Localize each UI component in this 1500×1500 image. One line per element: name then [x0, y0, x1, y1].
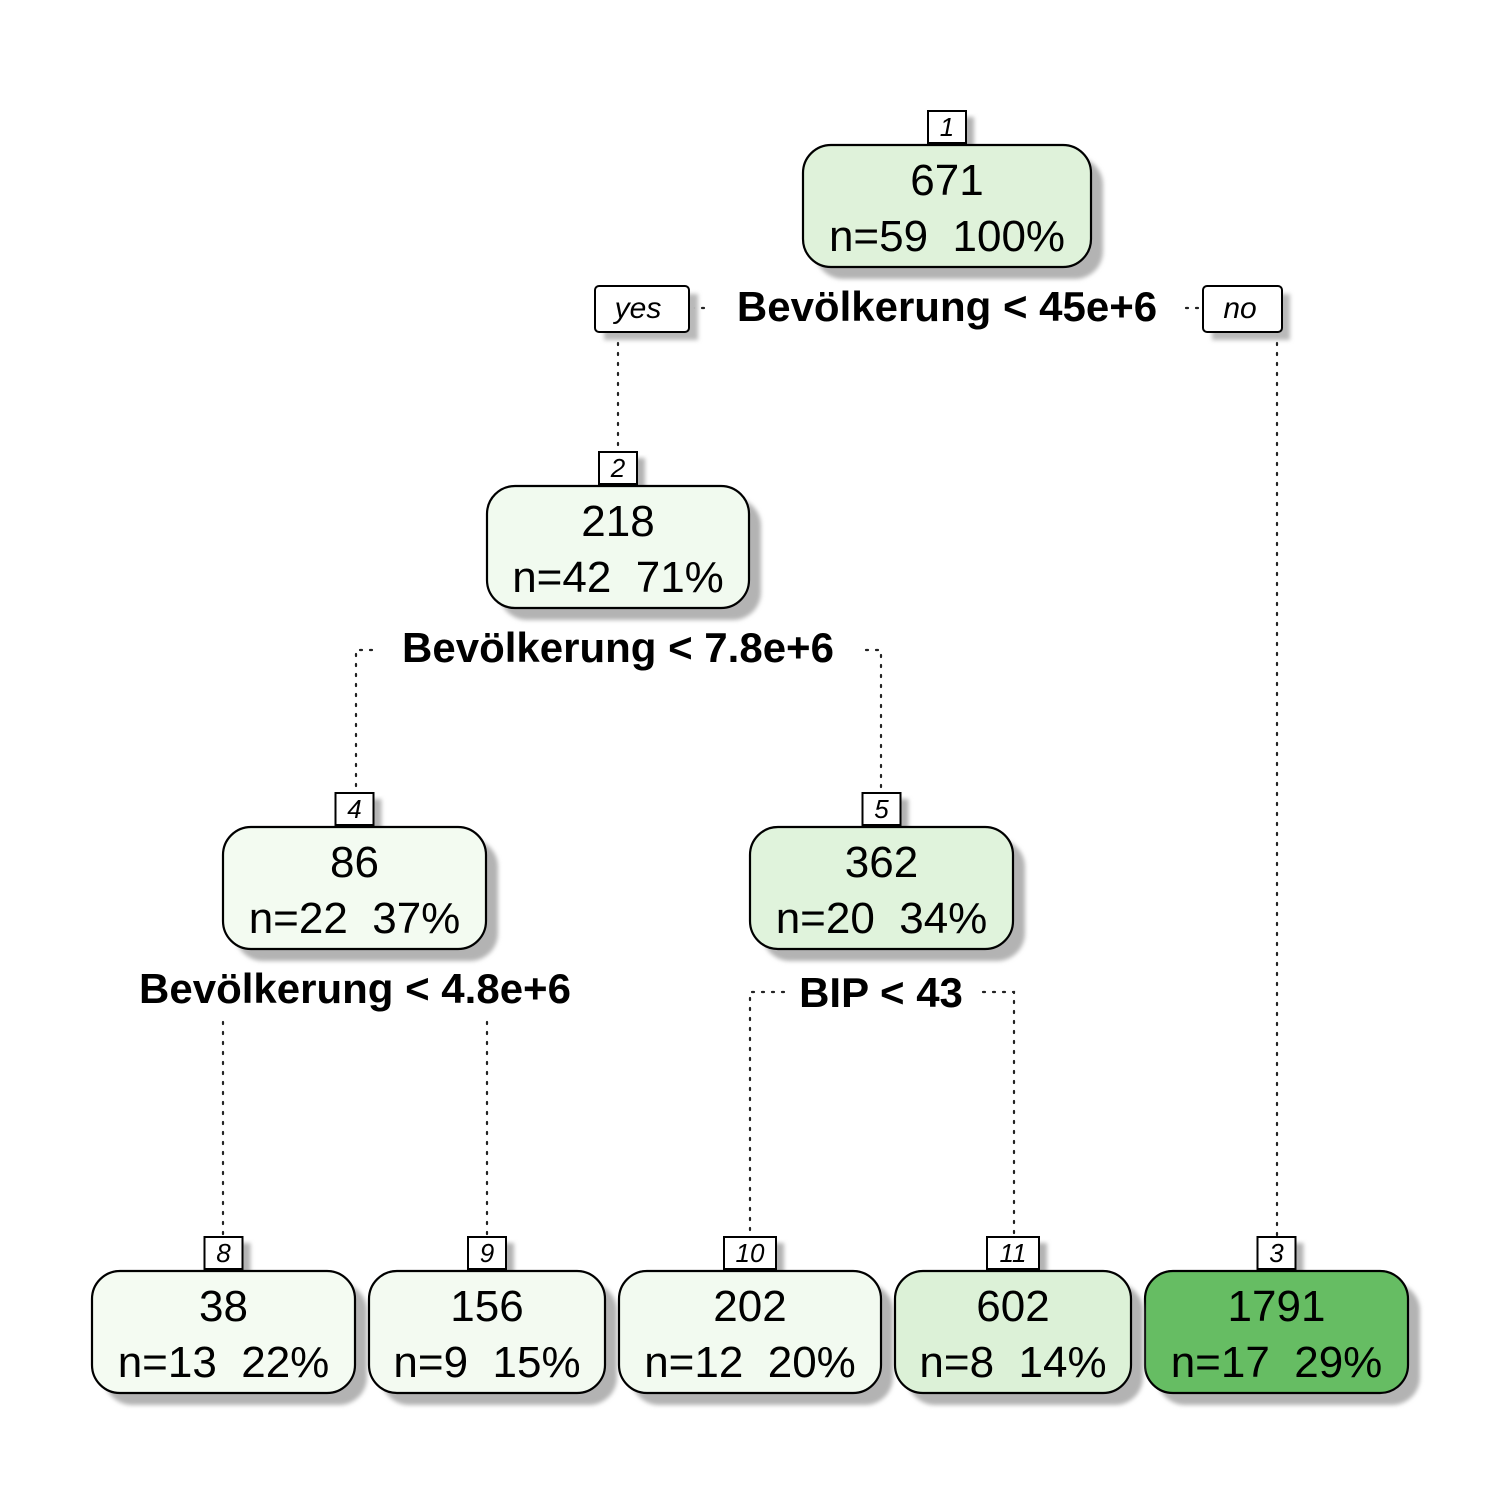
node-box: [367, 1269, 607, 1395]
node-number: 10: [736, 1238, 765, 1268]
node-box: [893, 1269, 1133, 1395]
split-label-node-1: Bevölkerung < 45e+6: [737, 283, 1157, 330]
node-box: [617, 1269, 883, 1395]
node-stats: n=42 71%: [512, 553, 724, 602]
node-stats: n=59 100%: [829, 212, 1065, 261]
tree-node-8: 8 38 n=13 22%: [90, 1236, 367, 1405]
edge-2-4: [354, 648, 374, 794]
split-label-node-5: BIP < 43: [799, 969, 963, 1016]
node-number: 2: [610, 453, 626, 483]
node-value: 1791: [1228, 1282, 1326, 1331]
yes-label: yes: [613, 292, 662, 325]
node-number-tag: [467, 1236, 507, 1270]
node-number-tag: [334, 792, 375, 826]
tree-node-5: 5 362 n=20 34%: [748, 792, 1025, 961]
edge-5-11: [981, 990, 1016, 1240]
node-stats: n=9 15%: [393, 1338, 580, 1387]
node-number-tag: [598, 451, 638, 485]
tree-node-1: 1 671 n=59 100%: [801, 110, 1103, 279]
node-box: [90, 1269, 357, 1395]
branch-label-yes: yes: [594, 285, 698, 340]
tree-edges: [221, 306, 1279, 1240]
branch-label-no: no: [1202, 285, 1290, 340]
node-stats: n=22 37%: [249, 894, 461, 943]
split-label-node-2: Bevölkerung < 7.8e+6: [402, 624, 834, 671]
node-value: 602: [976, 1282, 1049, 1331]
node-stats: n=20 34%: [776, 894, 988, 943]
tree-node-3: 3 1791 n=17 29%: [1143, 1236, 1420, 1405]
tree-node-9: 9 156 n=9 15%: [367, 1236, 617, 1405]
node-number-tag: [1256, 1236, 1297, 1270]
no-label: no: [1223, 292, 1256, 325]
node-box: [485, 484, 751, 610]
node-box: [748, 825, 1015, 951]
node-box: [221, 825, 488, 951]
node-number: 5: [874, 794, 889, 824]
tree-node-2: 2 218 n=42 71%: [485, 451, 761, 620]
edge-2-5: [864, 648, 883, 794]
node-number-tag: [203, 1236, 244, 1270]
node-value: 86: [330, 838, 379, 887]
tree-node-11: 11 602 n=8 14%: [893, 1236, 1143, 1405]
node-value: 671: [910, 156, 983, 205]
node-number: 1: [940, 112, 954, 142]
node-number: 11: [1000, 1238, 1027, 1268]
node-stats: n=13 22%: [118, 1338, 330, 1387]
node-stats: n=17 29%: [1171, 1338, 1383, 1387]
node-box: [1143, 1269, 1410, 1395]
node-value: 156: [450, 1282, 523, 1331]
split-label-node-4: Bevölkerung < 4.8e+6: [139, 965, 571, 1012]
node-value: 202: [713, 1282, 786, 1331]
tree-nodes: 1 671 n=59 100% 2 218 n=42 71% 3 1791 n=17 29% 4 8…: [90, 110, 1420, 1405]
node-number: 4: [347, 794, 361, 824]
edge-1-3: [1184, 306, 1279, 1240]
edge-5-10: [748, 990, 786, 1240]
node-stats: n=8 14%: [919, 1338, 1106, 1387]
node-value: 38: [199, 1282, 248, 1331]
tree-node-4: 4 86 n=22 37%: [221, 792, 498, 961]
node-value: 362: [845, 838, 918, 887]
node-number-tag: [986, 1236, 1040, 1270]
split-labels: Bevölkerung < 45e+6 Bevölkerung < 7.8e+6…: [139, 283, 1157, 1024]
node-box: [801, 143, 1093, 269]
node-value: 218: [581, 497, 654, 546]
node-number-tag: [861, 792, 902, 826]
tree-node-10: 10 202 n=12 20%: [617, 1236, 893, 1405]
node-number-tag: [723, 1236, 777, 1270]
node-number: 3: [1269, 1238, 1284, 1268]
node-number-tag: [927, 110, 967, 144]
node-stats: n=12 20%: [644, 1338, 856, 1387]
node-number: 8: [216, 1238, 231, 1268]
node-number: 9: [480, 1238, 494, 1268]
